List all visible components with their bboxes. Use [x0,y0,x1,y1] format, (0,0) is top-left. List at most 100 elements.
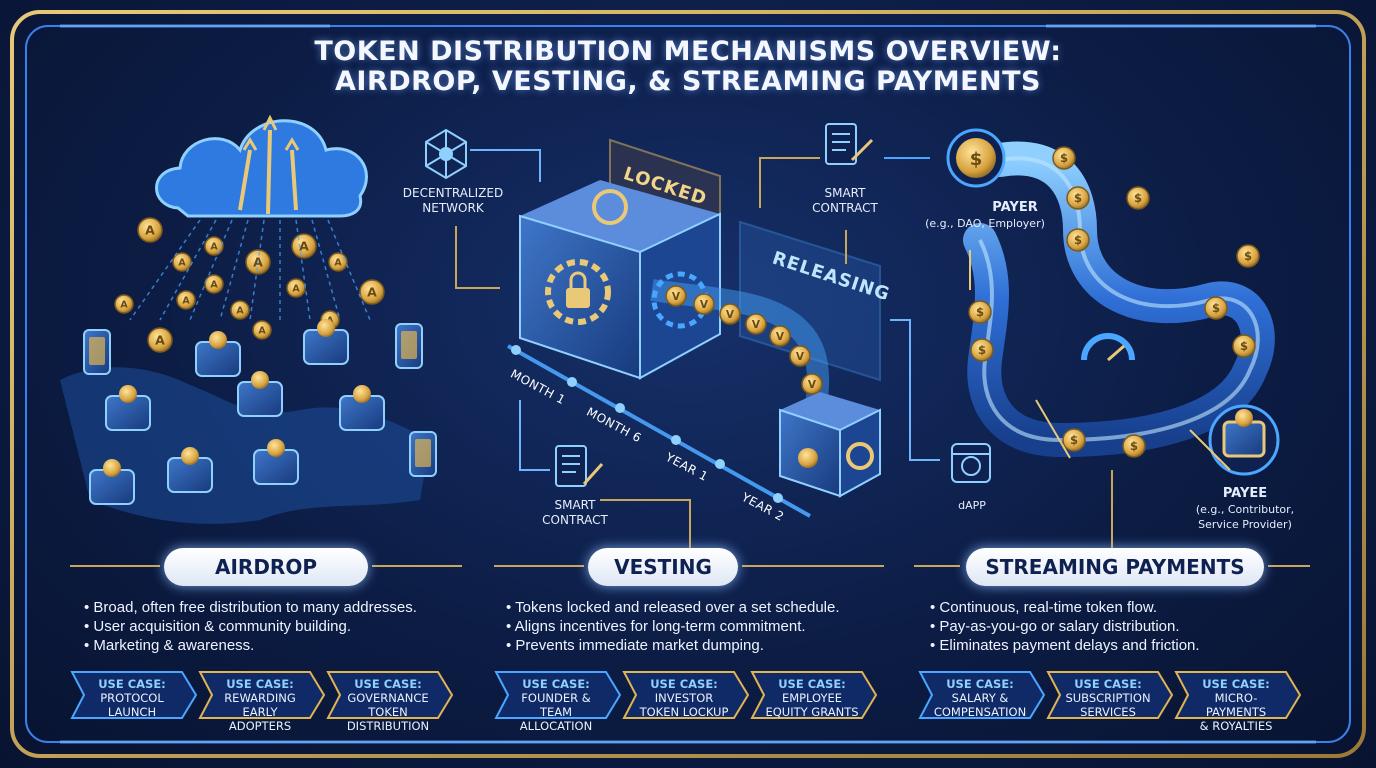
use-case-head: USE CASE: [1202,677,1270,691]
vesting-bullets: Tokens locked and released over a set sc… [506,598,906,655]
timeline-node [567,377,577,387]
title-line-2: AIRDROP, VESTING, & STREAMING PAYMENTS [335,66,1041,97]
use-case-line: TOKEN LOCKUP [639,705,729,719]
svg-text:A: A [145,223,155,238]
use-case-line: TOKEN DISTRIBUTION [346,705,430,733]
svg-text:$: $ [1212,301,1220,315]
timeline-node [715,459,725,469]
wallet-icon [253,439,299,485]
streaming-coin-icon: $ [1232,334,1256,358]
svg-text:V: V [672,291,681,303]
receiving-box-icon [779,392,881,498]
airdrop-coin-icon: A [147,327,173,353]
airdrop-coin-icon: A [204,274,224,294]
use-case-head: USE CASE: [650,677,718,691]
svg-text:A: A [178,257,186,268]
airdrop-coin-icon: A [359,279,385,305]
streaming-coin-icon: $ [1236,244,1260,268]
streaming-pill: STREAMING PAYMENTS [966,548,1264,586]
bullet-item: Marketing & awareness. [84,636,484,655]
timeline-node [511,345,521,355]
dapp-icon [951,443,991,483]
bullet-item: Eliminates payment delays and friction. [930,636,1330,655]
svg-text:$: $ [1244,249,1252,263]
svg-text:V: V [700,299,709,311]
payee-sub-label: (e.g., Contributor,Service Provider) [1195,503,1295,531]
phone-icon [83,329,111,375]
streaming-coin-icon: $ [1126,186,1150,210]
use-case-chevron: USE CASE:MICRO-PAYMENTS& ROYALTIES [1174,670,1302,733]
svg-text:$: $ [1074,233,1082,247]
streaming-coin-icon: $ [968,300,992,324]
wallet-icon [89,459,135,505]
bullet-item: Prevents immediate market dumping. [506,636,906,655]
bullet-item: Pay-as-you-go or salary distribution. [930,617,1330,636]
use-case-head: USE CASE: [946,677,1014,691]
svg-text:A: A [120,299,128,310]
cloud-icon [155,114,368,218]
airdrop-coin-icon: A [286,278,306,298]
svg-text:A: A [292,283,300,294]
svg-text:A: A [155,333,165,348]
gauge-icon [1081,333,1135,362]
payer-sub-label: (e.g., DAO, Employer) [925,217,1045,230]
use-case-line: SERVICES [1080,705,1136,719]
svg-text:A: A [367,285,377,300]
airdrop-coin-icon: A [252,320,272,340]
svg-text:$: $ [976,305,984,319]
vesting-coin-icon: V [789,345,811,367]
vesting-coin-icon: V [693,293,715,315]
wallet-icon [237,371,283,417]
svg-text:A: A [299,239,309,254]
svg-text:A: A [182,295,190,306]
streaming-bullets: Continuous, real-time token flow. Pay-as… [930,598,1330,655]
bullet-item: Broad, often free distribution to many a… [84,598,484,617]
svg-text:A: A [258,325,266,336]
payer-label: PAYER [992,200,1038,215]
use-case-head: USE CASE: [778,677,846,691]
use-case-line: SUBSCRIPTION [1065,691,1151,705]
svg-text:$: $ [1070,433,1078,447]
vesting-coin-icon: V [719,303,741,325]
svg-text:A: A [334,257,342,268]
vesting-coin-icon: V [745,313,767,335]
svg-text:$: $ [978,343,986,357]
airdrop-bullets: Broad, often free distribution to many a… [84,598,484,655]
svg-text:V: V [726,309,735,321]
svg-text:$: $ [1134,191,1142,205]
vesting-coin-icon: V [769,325,791,347]
svg-text:V: V [796,351,805,363]
use-case-line: ALLOCATION [519,719,593,733]
streaming-coin-icon: $ [1122,434,1146,458]
streaming-coin-icon: $ [970,338,994,362]
svg-text:V: V [776,331,785,343]
use-case-head: USE CASE: [98,677,166,691]
dapp-label: dAPP [958,499,986,512]
network-node-icon [425,128,467,180]
use-case-line: EQUITY GRANTS [765,705,859,719]
svg-text:V: V [752,319,761,331]
wallet-icon [339,385,385,431]
bullet-item: Tokens locked and released over a set sc… [506,598,906,617]
vesting-coin-icon: V [801,373,823,395]
streaming-coin-icon: $ [1204,296,1228,320]
airdrop-coin-icon: A [137,217,163,243]
svg-text:V: V [808,379,817,391]
contract-icon-bottom [555,445,604,487]
bullet-item: Aligns incentives for long-term commitme… [506,617,906,636]
airdrop-coin-icon: A [204,236,224,256]
bullet-item: User acquisition & community building. [84,617,484,636]
wallet-icon [195,331,241,377]
timeline-node [671,435,681,445]
wallet-icon [167,447,213,493]
airdrop-coin-icon: A [291,233,317,259]
vesting-coin-icon: V [665,285,687,307]
airdrop-coin-icon: A [114,294,134,314]
